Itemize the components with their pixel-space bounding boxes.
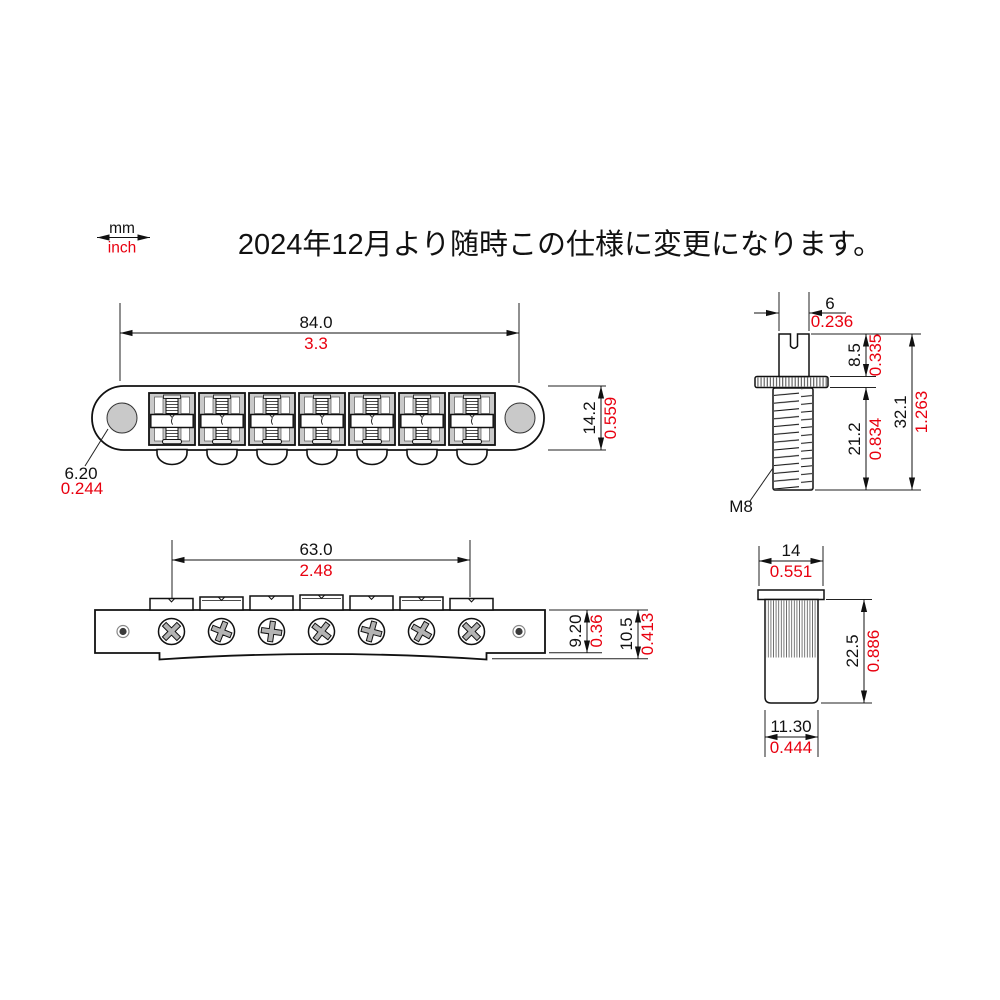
stud-head-mm: 8.5: [845, 343, 864, 367]
thread-spec-label: M8: [729, 497, 753, 516]
post-hole-inch: 0.244: [61, 479, 104, 498]
bushing-flange-inch: 0.551: [770, 562, 813, 581]
front-total-inch: 0.413: [638, 613, 657, 656]
unit-legend: mm inch: [97, 220, 150, 257]
stud-total-inch: 1.263: [912, 391, 931, 434]
stud-thumbwheel-knurl: [756, 377, 827, 387]
post-hole-mm: 6.20: [64, 464, 97, 483]
bushing-body-inch: 0.444: [770, 738, 813, 757]
bushing-flange: [757, 589, 825, 601]
stud-thread-mm: 21.2: [845, 422, 864, 455]
front-body-mm: 9.20: [566, 614, 585, 647]
post-hole-left: [106, 402, 138, 434]
stud-tip-mm: 6: [825, 294, 834, 313]
front-total-mm: 10.5: [617, 617, 636, 650]
thread-spec-leader: [749, 467, 774, 502]
top-depth-mm: 14.2: [580, 401, 599, 434]
page-title: 2024年12月より随時この仕様に変更になります。: [238, 228, 882, 261]
front-spread-inch: 2.48: [299, 561, 332, 580]
post-hole-leader: [84, 428, 109, 467]
post-hole-right: [504, 402, 536, 434]
legend-mm-label: mm: [109, 220, 135, 237]
stud-thread-texture: [774, 389, 812, 489]
stud-total-mm: 32.1: [891, 395, 910, 428]
bushing-flange-mm: 14: [782, 541, 801, 560]
bushing-side-view: 14 0.551 22.5 0.886 11.30 0.444: [757, 541, 883, 757]
stud-slotted-head: [778, 333, 810, 378]
legend-inch-label: inch: [108, 240, 136, 257]
top-width-mm: 84.0: [299, 313, 332, 332]
bushing-body-mm: 11.30: [770, 717, 811, 736]
bridge-top-view: 84.0 3.3 14.2 0.559 6.20 0.244: [61, 303, 620, 498]
bridge-front-view: 63.0 2.48 9.20 0.36 10.5 0.413: [94, 540, 657, 661]
bushing-length-mm: 22.5: [843, 634, 862, 667]
front-saddles: [149, 594, 494, 611]
stud-head-inch: 0.335: [866, 334, 885, 377]
bushing-length-inch: 0.886: [864, 630, 883, 673]
top-depth-inch: 0.559: [601, 397, 620, 440]
front-body-inch: 0.36: [587, 614, 606, 647]
stud-tip-inch: 0.236: [811, 312, 854, 331]
stud-thread-inch: 0.834: [866, 418, 885, 461]
bushing-knurl-texture: [766, 600, 817, 658]
top-width-inch: 3.3: [304, 334, 328, 353]
front-spread-mm: 63.0: [299, 540, 332, 559]
stud-side-view: 6 0.236 M8 8.5 0.335 21.2 0.834 32.1 1.2…: [729, 292, 931, 516]
